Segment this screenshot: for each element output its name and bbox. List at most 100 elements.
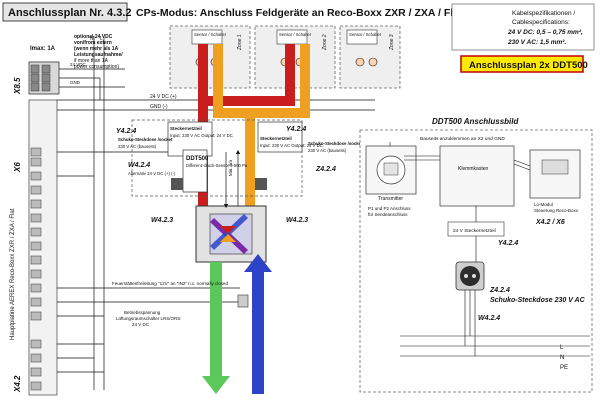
panel-schuko: Schuko-Steckdose 230 V AC xyxy=(490,297,586,304)
zone-2-label: Zone 2 xyxy=(322,34,328,51)
betrieb-note-1: Betriebsspannung xyxy=(124,310,161,315)
zone-2-sensor: Sensor / Schalter xyxy=(279,32,312,37)
transmitter-label: Transmitter xyxy=(378,196,403,202)
panel-n: N xyxy=(560,355,564,361)
zone-1-label: Zone 1 xyxy=(237,34,243,51)
optional-note-6: power consumption) xyxy=(74,64,119,70)
x42x6-label: X4.2 / X6 xyxy=(535,219,565,226)
imax-label: Imax: 1A xyxy=(30,46,56,52)
ddt-stecker-right: Steckernetzteil xyxy=(260,136,292,141)
ddt-stecker-left-spec: Input: 230 V AC Output: 24 V DC xyxy=(170,133,233,138)
pressure-tubes xyxy=(223,149,241,209)
panel-w424: W4.2.4 xyxy=(478,315,500,322)
plus24-label: 24 V DC (+) xyxy=(150,94,177,100)
plan-2x-label: Anschlussplan 2x DDT500 xyxy=(469,60,588,71)
n-label: N xyxy=(90,36,94,42)
terminal-screw xyxy=(41,73,51,83)
ddt-z424: Z4.2.4 xyxy=(315,166,336,173)
socket-hole-left xyxy=(464,274,468,278)
betrieb-note-2: Lüftungsraumschalter LRS/ORS: xyxy=(116,316,182,321)
steuerung-terminals xyxy=(541,159,569,175)
optional-note-5: if more than 1A xyxy=(74,58,109,64)
duct-red-horizontal xyxy=(198,96,295,106)
duct-orange-down xyxy=(245,108,255,206)
ddt-panel-wiring xyxy=(389,142,590,357)
ddt-w424: W4.2.4 xyxy=(128,162,150,169)
pin-gnd: GND xyxy=(70,80,81,85)
board-terminal-blocks xyxy=(30,147,42,391)
l-label: L xyxy=(100,36,103,42)
duct-red-zone2 xyxy=(285,44,295,100)
ddt-alternative: Alternativ 24 V DC (+) (-) xyxy=(128,171,176,176)
plan-2x-box xyxy=(460,55,584,73)
stecker-24v-box xyxy=(447,221,505,237)
terminal-screw xyxy=(41,82,51,92)
duct-orange-horizontal xyxy=(213,108,310,118)
p1p2-note-2: für Sendeanschluss xyxy=(368,212,408,217)
panel-y424: Y4.2.4 xyxy=(498,240,518,247)
ddt-right-plug xyxy=(255,178,267,190)
zone-1: Sensor / Schalter Zone 1 xyxy=(169,25,251,89)
x85-label: X8.5 xyxy=(13,77,22,95)
ddt-y424-left: Y4.2.4 xyxy=(116,128,136,135)
pin-24vdc: 24 VDC xyxy=(70,62,87,67)
main-title: CPs-Modus: Anschluss Feldgeräte an Reco-… xyxy=(136,7,463,19)
cable-spec-box xyxy=(451,3,595,51)
ddt-panel-subtitle: Bauseits anzuklemmen an X2 und GND xyxy=(420,136,505,142)
klemmkasten-box xyxy=(439,145,515,207)
ddt-schuko-left-spec: 230 V AC (bauseits) xyxy=(118,144,157,149)
optional-note-3: (wenn mehr als 1A xyxy=(74,46,119,52)
terminal-screw xyxy=(30,64,40,74)
ddt500-box xyxy=(182,149,208,193)
socket-hole-right xyxy=(472,274,476,278)
ddt-w423-right: W4.2.3 xyxy=(286,217,308,224)
zone-3-label: Zone 3 xyxy=(389,34,395,51)
ddt-stecker-right-spec: Input: 230 V AC Output: 24 V DC xyxy=(260,143,323,148)
duct-red-zone1 xyxy=(198,44,208,100)
ddt-panel-title: DDT500 Anschlussbild xyxy=(432,117,520,126)
cable-spec-title: Kabelspezifikationen / xyxy=(512,10,575,17)
cable-spec-ac: 230 V AC: 1,5 mm². xyxy=(507,39,566,46)
p1p2-note: P1 und P2 Anschluss xyxy=(368,206,411,211)
steuerung-label-1: Lo-Modul xyxy=(534,202,553,207)
optional-note-1: optional 24 VDC xyxy=(74,34,113,40)
optional-note-2: von/from extern xyxy=(74,40,112,46)
ddt-diff-sensor: Differenz-druck-Sensor 0-500 Pa xyxy=(186,163,248,168)
board-vertical-label: Hauptplatine AEREX Reco-Boxx ZXR / ZXA /… xyxy=(10,208,16,340)
panel-pe: PE xyxy=(560,365,568,371)
duct-green-arrow xyxy=(202,376,230,394)
switch-block xyxy=(237,294,249,308)
ddt-left-plug xyxy=(171,178,183,190)
exchanger-red-arrow xyxy=(220,226,236,234)
ddt-stecker-left: Steckernetzteil xyxy=(170,126,202,131)
stecker-24v-label: 24 V Steckernetzteil xyxy=(453,228,496,234)
x42-label: X4.2 xyxy=(13,375,22,393)
ddt-dashed-box xyxy=(131,119,303,197)
zone-1-sensor: Sensor / Schalter xyxy=(194,32,227,37)
ddt-schuko-right-spec: 230 V AC (bauseits) xyxy=(308,148,347,153)
terminal-screw xyxy=(30,82,40,92)
terminal-wires xyxy=(57,36,375,390)
duct-green xyxy=(210,262,222,380)
panel-l: L xyxy=(560,345,564,351)
duct-orange-zone1 xyxy=(213,44,223,116)
duct-blue-arrow xyxy=(244,254,272,272)
x6-label: X6 xyxy=(13,162,22,173)
ddt-y424-right: Y4.2.4 xyxy=(286,126,306,133)
cable-spec-title2: Cablespecifications: xyxy=(512,19,570,26)
panel-z424: Z4.2.4 xyxy=(489,287,510,294)
ddt-min1m: Min. 1m xyxy=(228,160,233,176)
ddt-w423-left: W4.2.3 xyxy=(151,217,173,224)
plan-title-box xyxy=(2,2,128,22)
duct-orange-zone2 xyxy=(300,44,310,116)
zone-3: Sensor / Schalter Zone 3 xyxy=(339,25,401,89)
steuerung-label-2: Steuerung Reco-Boxx xyxy=(534,208,579,213)
terminal-screw xyxy=(41,64,51,74)
socket-face xyxy=(460,266,480,286)
ddt-schuko-right: Schuko-Steckdose /socket xyxy=(308,141,363,146)
zone-3-sensor: Sensor / Schalter xyxy=(349,32,382,37)
betrieb-note-3: 24 V DC xyxy=(132,322,150,327)
plan-title: Anschlussplan Nr. 4.3.2 xyxy=(8,7,132,19)
